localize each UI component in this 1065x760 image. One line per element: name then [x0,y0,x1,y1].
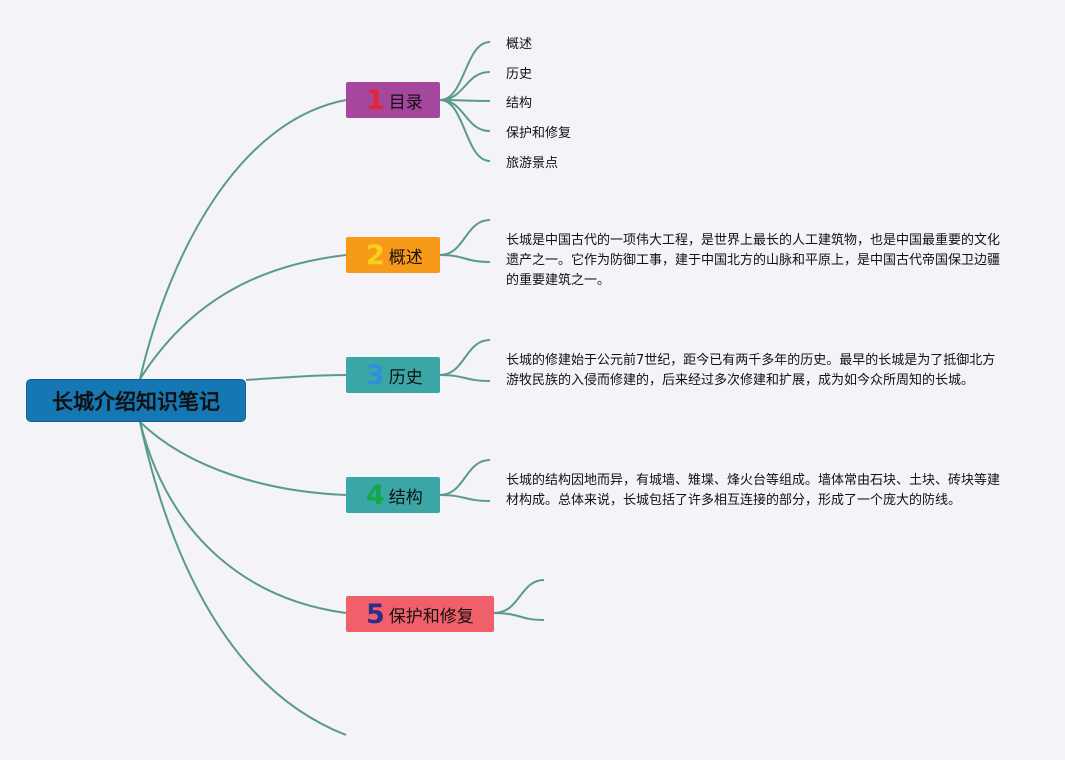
link-structure-top [439,459,491,496]
link-root-protect [139,421,347,614]
toc-item[interactable]: 历史 [506,67,533,82]
link-structure-bottom [439,494,491,502]
topic-number: 5 [366,598,385,630]
toc-item[interactable]: 概述 [506,37,533,52]
toc-item[interactable]: 结构 [506,96,533,111]
toc-item[interactable]: 旅游景点 [506,156,559,171]
toc-item[interactable]: 保护和修复 [506,126,572,141]
topic-label: 概述 [388,247,423,268]
topic-number: 3 [366,359,385,391]
link-overview-top [439,219,491,256]
topic-overview[interactable]: 2 概述 [346,237,440,273]
topic-label: 目录 [388,92,423,113]
link-root-history [245,374,347,381]
root-topic[interactable]: 长城介绍知识笔记 [26,379,246,422]
topic-number: 2 [366,239,385,271]
topic-number: 4 [366,479,385,511]
link-protect-bottom [493,612,545,621]
overview-text[interactable]: 长城是中国古代的一项伟大工程，是世界上最长的人工建筑物，也是中国最重要的文化遗产… [506,233,1001,288]
root-title: 长城介绍知识笔记 [52,389,220,414]
link-root-structure [139,421,347,496]
topic-toc[interactable]: 1 目录 [346,82,440,118]
link-root-travel [139,421,347,736]
link-root-toc [139,99,347,380]
topic-number: 1 [366,84,385,116]
topic-label: 保护和修复 [388,606,474,627]
link-history-bottom [439,374,491,382]
link-toc-5 [439,99,491,162]
history-text[interactable]: 长城的修建始于公元前7世纪，距今已有两千多年的历史。最早的长城是为了抵御北方游牧… [506,353,996,388]
topic-label: 结构 [388,487,423,508]
topic-history[interactable]: 3 历史 [346,357,440,393]
topic-protect[interactable]: 5 保护和修复 [346,596,494,632]
topic-label: 历史 [388,367,423,388]
link-history-top [439,339,491,376]
link-root-overview [139,254,347,380]
link-protect-top [493,579,545,614]
link-toc-4 [439,99,491,132]
link-toc-1 [439,41,491,101]
topic-structure[interactable]: 4 结构 [346,477,440,513]
structure-text[interactable]: 长城的结构因地而异，有城墙、雉堞、烽火台等组成。墙体常由石块、土块、砖块等建材构… [506,473,1001,508]
link-toc-2 [439,71,491,101]
link-overview-bottom [439,254,491,263]
